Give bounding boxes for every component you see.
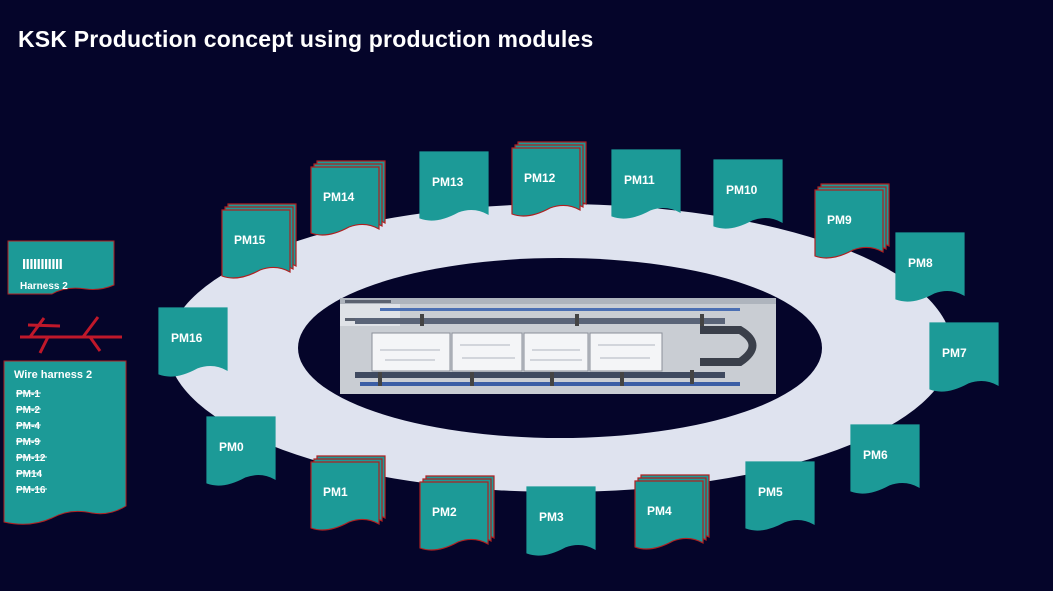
- module-label: PM7: [942, 346, 967, 360]
- production-line-screenshot: [340, 298, 776, 394]
- module-pm13: PM13: [419, 151, 489, 221]
- module-label: PM14: [323, 190, 355, 204]
- barcode-icon: IIIIIIIIIII: [22, 256, 63, 273]
- wire-harness-heading: Wire harness 2: [14, 369, 92, 381]
- module-label: PM5: [758, 485, 783, 499]
- module-label: PM8: [908, 256, 933, 270]
- wire-harness-item: PM14: [16, 469, 43, 480]
- module-label: PM2: [432, 505, 457, 519]
- module-pm6: PM6: [850, 424, 920, 494]
- module-label: PM11: [624, 173, 655, 187]
- module-pm3: PM3: [526, 486, 596, 556]
- module-label: PM13: [432, 175, 464, 189]
- module-label: PM3: [539, 510, 564, 524]
- wire-harness-item: PM-12: [16, 453, 46, 464]
- wire-harness-card: Wire harness 2 PM-1PM-2PM-4PM-9PM-12PM14…: [3, 360, 127, 525]
- module-pm12: PM12: [511, 141, 587, 217]
- module-pm9: PM9: [814, 183, 890, 259]
- module-label: PM15: [234, 233, 266, 247]
- module-label: PM9: [827, 213, 852, 227]
- module-pm4: PM4: [634, 474, 710, 550]
- module-pm14: PM14: [310, 160, 386, 236]
- wire-harness-sketch-icon: [20, 316, 122, 354]
- module-pm0: PM0: [206, 416, 276, 486]
- module-pm11: PM11: [611, 149, 681, 219]
- page-title: KSK Production concept using production …: [18, 26, 594, 52]
- module-pm1: PM1: [310, 455, 386, 531]
- wire-harness-item: PM-1: [16, 389, 40, 400]
- module-label: PM0: [219, 440, 244, 454]
- module-label: PM4: [647, 504, 672, 518]
- module-pm15: PM15: [221, 203, 297, 279]
- module-label: PM12: [524, 171, 556, 185]
- wire-harness-item: PM-9: [16, 437, 40, 448]
- module-label: PM10: [726, 183, 758, 197]
- harness-label: Harness 2: [20, 281, 68, 292]
- module-pm10: PM10: [713, 159, 783, 229]
- module-label: PM6: [863, 448, 888, 462]
- module-label: PM16: [171, 331, 203, 345]
- wire-harness-item: PM-16: [16, 485, 46, 496]
- harness-card: IIIIIIIIIII Harness 2: [7, 240, 115, 295]
- wire-harness-item: PM-2: [16, 405, 40, 416]
- module-pm7: PM7: [929, 322, 999, 392]
- module-pm16: PM16: [158, 307, 228, 377]
- module-pm8: PM8: [895, 232, 965, 302]
- module-pm5: PM5: [745, 461, 815, 531]
- module-pm2: PM2: [419, 475, 495, 551]
- wire-harness-item: PM-4: [16, 421, 40, 432]
- module-label: PM1: [323, 485, 348, 499]
